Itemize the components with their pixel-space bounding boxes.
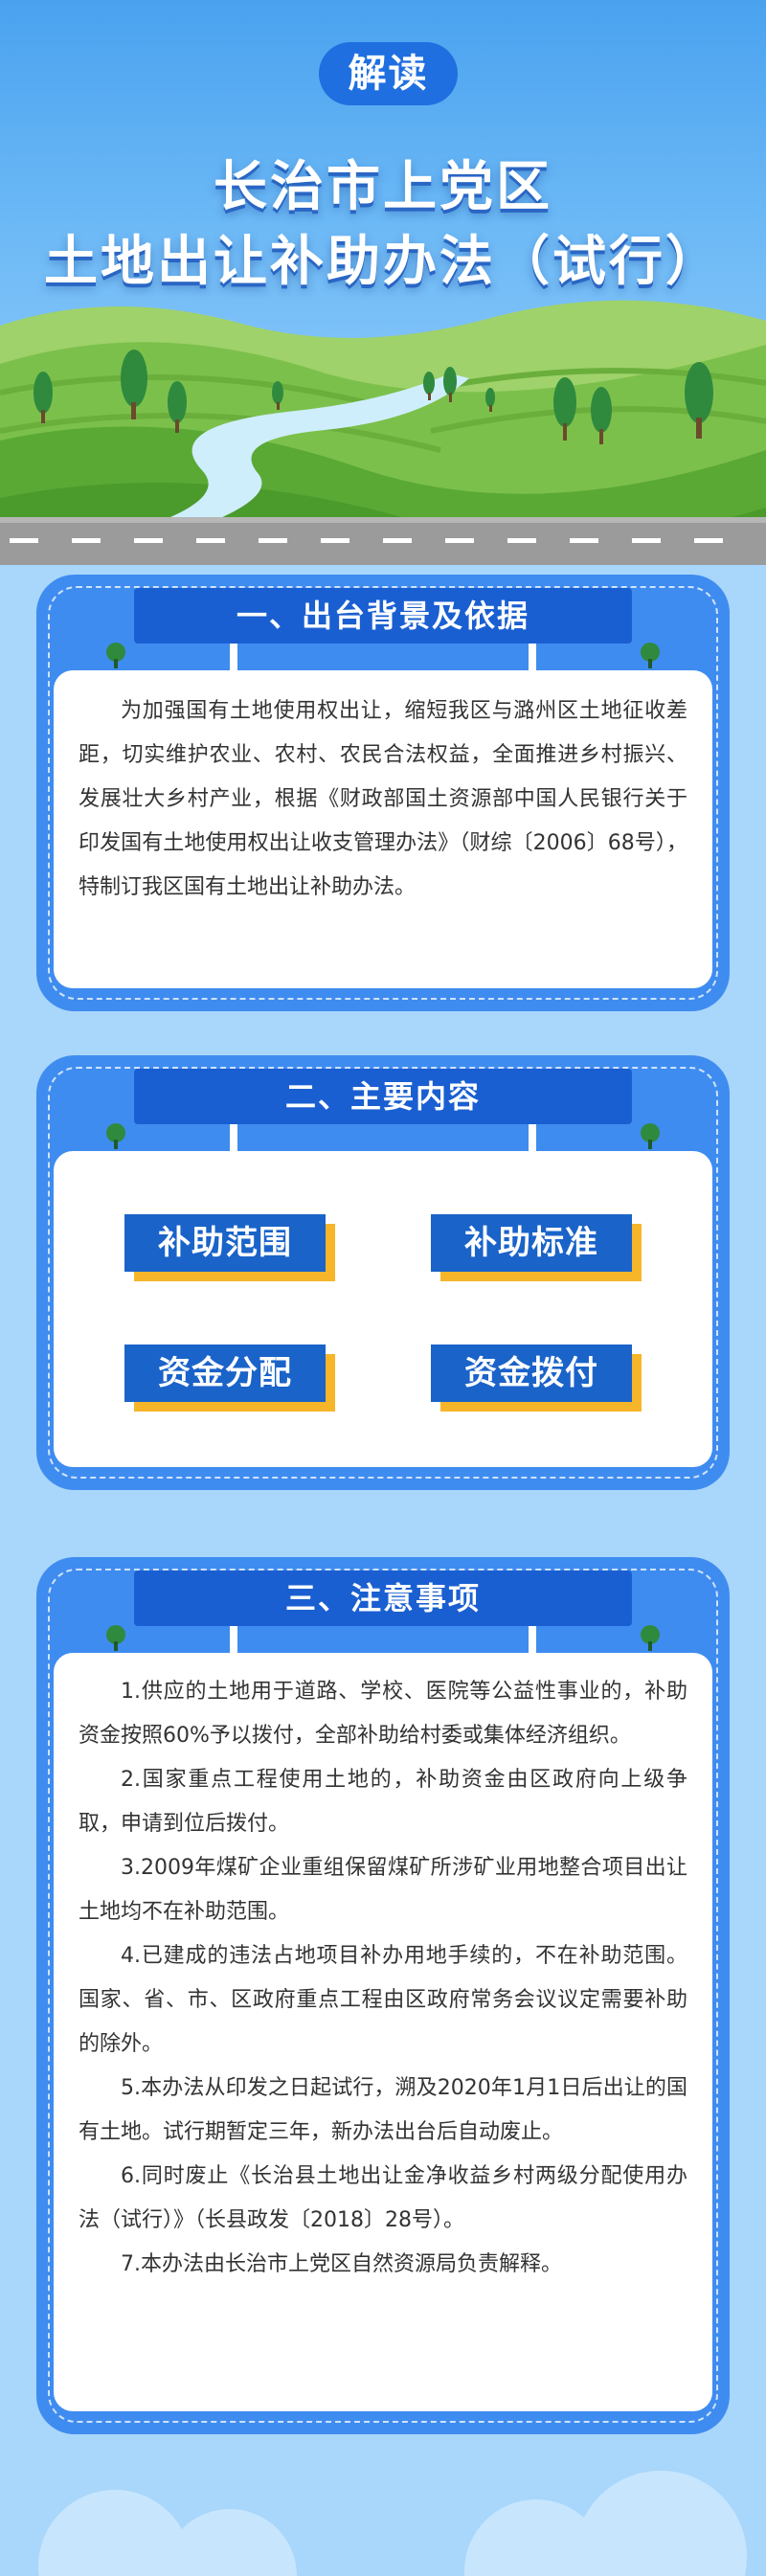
page-title-line2: 土地出让补助办法（试行） xyxy=(44,231,722,293)
notes-heading: 三、注意事项 xyxy=(134,1570,632,1626)
main-content-panel: 补助范围 补助标准 资金分配 资金拨付 xyxy=(54,1151,712,1467)
tree-icon xyxy=(106,643,125,668)
tag-subsidy-standard: 补助标准 xyxy=(431,1214,632,1272)
tag-subsidy-scope: 补助范围 xyxy=(124,1214,326,1272)
page-title-line1: 长治市上党区 xyxy=(214,156,552,218)
notes-section: 三、注意事项 1.供应的土地用于道路、学校、医院等公益性事业的，补助资金按照60… xyxy=(36,1557,730,2434)
header-banner: 解读 长治市上党区 土地出让补助办法（试行） xyxy=(0,0,766,565)
notes-panel: 1.供应的土地用于道路、学校、医院等公益性事业的，补助资金按照60%予以拨付，全… xyxy=(54,1653,712,2411)
background-panel: 为加强国有土地使用权出让，缩短我区与潞州区土地征收差距，切实维护农业、农村、农民… xyxy=(54,670,712,988)
main-content-heading: 二、主要内容 xyxy=(134,1069,632,1124)
note-item: 3.2009年煤矿企业重组保留煤矿所涉矿业用地整合项目出让土地均不在补助范围。 xyxy=(79,1856,687,1924)
connector-post xyxy=(230,644,237,672)
landscape-illustration xyxy=(0,300,766,565)
connector-post xyxy=(529,1626,536,1655)
tree-icon xyxy=(641,1123,660,1149)
connector-post xyxy=(230,1124,237,1153)
note-item: 5.本办法从印发之日起试行，溯及2020年1月1日后出让的国有土地。试行期暂定三… xyxy=(79,2076,687,2144)
cloud-decoration xyxy=(38,2471,747,2576)
note-item: 4.已建成的违法占地项目补办用地手续的，不在补助范围。国家、省、市、区政府重点工… xyxy=(79,1944,687,2056)
connector-post xyxy=(230,1626,237,1655)
note-item: 6.同时废止《长治县土地出让金净收益乡村两级分配使用办法（试行）》（长县政发〔2… xyxy=(79,2164,687,2232)
tag-fund-disbursement: 资金拨付 xyxy=(431,1344,632,1402)
tree-icon xyxy=(641,1625,660,1651)
connector-post xyxy=(529,644,536,672)
tag-fund-allocation: 资金分配 xyxy=(124,1344,326,1402)
note-item: 7.本办法由长治市上党区自然资源局负责解释。 xyxy=(121,2252,562,2276)
interpretation-badge: 解读 xyxy=(319,42,458,105)
background-paragraph: 为加强国有土地使用权出让，缩短我区与潞州区土地征收差距，切实维护农业、农村、农民… xyxy=(79,699,687,899)
tree-icon xyxy=(641,643,660,668)
tree-icon xyxy=(106,1123,125,1149)
note-item: 1.供应的土地用于道路、学校、医院等公益性事业的，补助资金按照60%予以拨付，全… xyxy=(79,1680,687,1748)
connector-post xyxy=(529,1124,536,1153)
background-heading: 一、出台背景及依据 xyxy=(134,588,632,644)
note-item: 2.国家重点工程使用土地的，补助资金由区政府向上级争取，申请到位后拨付。 xyxy=(79,1768,687,1836)
tree-icon xyxy=(106,1625,125,1651)
main-content-section: 二、主要内容 补助范围 补助标准 资金分配 资金拨付 xyxy=(36,1055,730,1490)
background-section: 一、出台背景及依据 为加强国有土地使用权出让，缩短我区与潞州区土地征收差距，切实… xyxy=(36,575,730,1011)
